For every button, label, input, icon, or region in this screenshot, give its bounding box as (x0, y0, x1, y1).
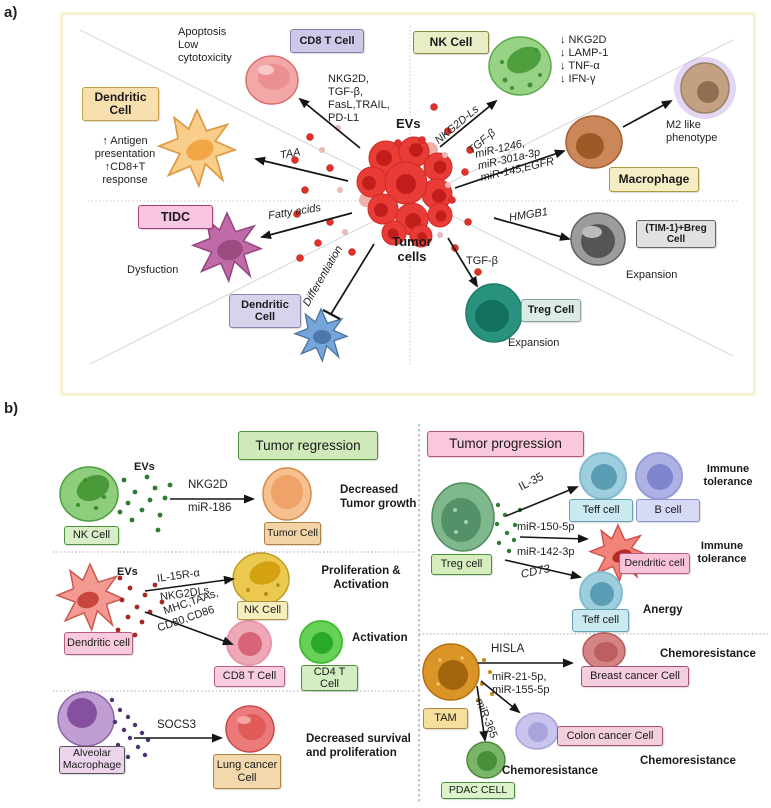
panel-a-label: a) (4, 4, 18, 21)
dendritic-cell-b-box: Dendritic cell (64, 632, 133, 655)
nk-cell-box: NK Cell (413, 31, 489, 54)
socs3-cargo-label: SOCS3 (157, 719, 196, 731)
immune-tolerance1-label: Immune tolerance (703, 463, 753, 488)
colon-cancer-cell-box: Colon cancer Cell (557, 726, 663, 746)
breg-expansion-label: Expansion (626, 269, 678, 281)
mir142-cargo-label: miR-142-3p (517, 546, 575, 558)
nk-cell-b-box: NK Cell (64, 526, 119, 545)
pdac-cell-box: PDAC CELL (441, 782, 515, 799)
nk-cell-yellow-box: NK Cell (237, 601, 288, 620)
macrophage-brown-art (565, 115, 623, 169)
evs-label: EVs (396, 116, 421, 131)
chemoresistance3-label: Chemoresistance (502, 765, 598, 777)
panel-b-arrows (134, 486, 589, 743)
nk-cell-green-art (488, 36, 552, 96)
nk-cell-yellow-art (232, 552, 290, 606)
treg-expansion-label: Expansion (508, 337, 560, 349)
treg-cell-b-art (431, 482, 495, 552)
cd8-tcell-art (245, 55, 299, 105)
decreased-survival-label: Decreased survival and proliferation (306, 733, 411, 759)
nk-effect-label: ↓ NKG2D ↓ LAMP-1 ↓ TNF-α ↓ IFN-γ (560, 34, 609, 85)
dendritic-cell-blue-art (295, 309, 347, 361)
panel-a-arrows (254, 97, 673, 320)
cd8-tcell-b-art (226, 620, 272, 666)
tumor-progression-header: Tumor progression (427, 431, 584, 457)
lung-cancer-cell-box: Lung cancer Cell (213, 754, 281, 789)
ev-dots-tam-b (476, 658, 494, 702)
treg-cell-box: Treg Cell (521, 299, 581, 322)
m2-macrophage-art (674, 57, 736, 119)
cd8-tcell-b-box: CD8 T Cell (214, 666, 285, 687)
tgfb-treg-cargo-label: TGF-β (466, 255, 498, 267)
panel-b-dividers (53, 424, 769, 802)
dendritic-cell-orange-art (159, 110, 235, 186)
dendritic-cell-right-box: Dendritic cell (619, 553, 690, 574)
chemoresistance1-label: Chemoresistance (660, 648, 756, 660)
mir21-cargo-label: miR-21-5p, miR-155-5p (492, 671, 550, 696)
tumor-cell-b-art (262, 467, 312, 521)
cd8-effect-label: Apoptosis Low cytotoxicity (178, 26, 232, 64)
anergy-label: Anergy (643, 604, 683, 616)
chemoresistance2-label: Chemoresistance (640, 755, 736, 767)
decreased-growth-label: Decreased Tumor growth (340, 484, 417, 510)
treg-cell-b-box: Treg cell (431, 554, 492, 575)
alveolar-macrophage-box: Alveolar Macrophage (59, 746, 125, 774)
immune-tolerance2-label: Immune tolerance (697, 540, 747, 565)
activation-label: Activation (352, 632, 408, 644)
tidc-cell-art (193, 213, 261, 281)
tumor-cells-cluster (356, 136, 453, 248)
tam-cell-art (422, 643, 480, 701)
tumor-regression-header: Tumor regression (238, 431, 378, 460)
proliferation-activation-label: Proliferation & Activation (321, 565, 401, 591)
teff-cell2-box: Teff cell (572, 609, 629, 632)
breg-cell-art (570, 212, 626, 266)
panel-b-label: b) (4, 400, 19, 417)
tumor-cells-label: Tumor cells (392, 234, 432, 265)
ev-dots-nk-b (117, 474, 173, 533)
hisla-cargo-label: HISLA (491, 643, 525, 655)
treg-cell-teal-art (465, 283, 523, 343)
nkg2d-cargo-label: NKG2D (188, 479, 228, 491)
pdac-cell-art (466, 741, 506, 779)
b-cell-box: B cell (636, 499, 700, 522)
nk-cell-b-art (59, 466, 119, 522)
macrophage-box: Macrophage (609, 167, 699, 192)
dendritic-effect-label: ↑ Antigen presentation ↑CD8+T response (94, 135, 156, 186)
panel-a-frame (60, 12, 756, 396)
dysfuction-effect-label: Dysfuction (127, 264, 179, 276)
dendritic-cell-box: Dendritic Cell (82, 87, 159, 121)
m2-effect-label: M2 like phenotype (666, 119, 718, 144)
lung-cancer-cell-art (225, 705, 275, 753)
teff-cell2-art (579, 571, 623, 615)
b-cell-art (635, 452, 683, 500)
teff-cell1-art (579, 452, 627, 500)
mir150-cargo-label: miR-150-5p (517, 521, 575, 533)
alveolar-macrophage-art (57, 691, 115, 747)
colon-cancer-cell-art (515, 712, 559, 750)
breast-cancer-cell-box: Breast cancer Cell (581, 666, 689, 687)
breast-cancer-cell-art (582, 632, 626, 670)
mir186-cargo-label: miR-186 (188, 502, 232, 514)
evs-row1-label: EVs (134, 461, 155, 473)
cd8-tcell-box: CD8 T Cell (290, 29, 364, 53)
evs-row2-label: EVs (117, 566, 138, 578)
cd8-cargo-label: NKG2D, TGF-β, FasL,TRAIL, PD-L1 (328, 73, 390, 124)
tam-box: TAM (423, 708, 468, 729)
dendritic-cell2-box: Dendritic Cell (229, 294, 301, 328)
ev-dots-dc-b (115, 575, 165, 638)
teff-cell1-box: Teff cell (569, 499, 633, 522)
tidc-box: TIDC (138, 205, 213, 229)
cd4-tcell-b-art (299, 620, 343, 664)
ev-dots-panel-a (291, 103, 482, 276)
dendritic-cell-b-art (57, 564, 123, 630)
cd4-tcell-b-box: CD4 T Cell (301, 665, 358, 691)
tumor-cell-b-box: Tumor Cell (264, 522, 321, 545)
breg-cell-box: (TIM-1)+Breg Cell (636, 220, 716, 248)
